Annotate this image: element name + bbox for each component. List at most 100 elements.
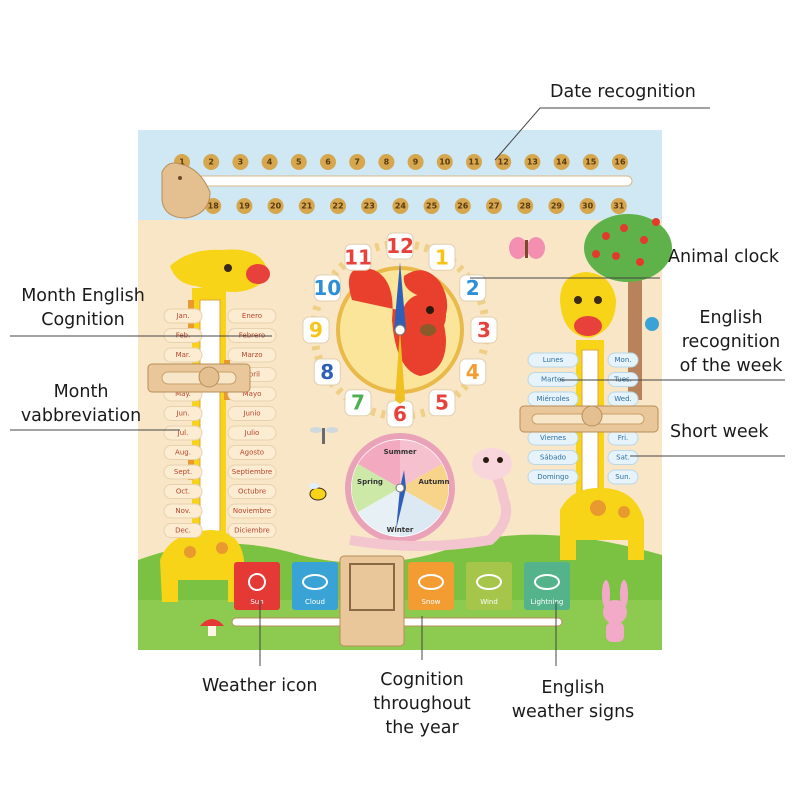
clock-number-tile (459, 358, 487, 386)
cloud-icon (302, 574, 328, 590)
clock-number: 6 (393, 402, 407, 426)
date-number: 11 (468, 158, 480, 167)
month-short-label: Oct. (176, 488, 190, 496)
month-spanish-pill (227, 425, 277, 441)
clock-number: 11 (344, 245, 372, 269)
callout-animal-clock: Animal clock (668, 247, 780, 267)
month-short-label: Nov. (175, 507, 190, 515)
week-slider[interactable] (519, 405, 659, 433)
snow-icon (418, 574, 444, 590)
date-number: 10 (439, 158, 451, 167)
weather-tile: Cloud (292, 562, 338, 610)
callout-cognition-year-line3: the year (385, 718, 459, 738)
date-peg (495, 154, 512, 170)
weather-label: Cloud (305, 598, 325, 606)
clock-number: 9 (309, 318, 323, 342)
date-peg (486, 198, 502, 214)
clock-hands[interactable] (394, 262, 406, 404)
date-peg (517, 198, 534, 214)
day-short-label: Sun. (615, 473, 631, 481)
month-spanish-pill (227, 523, 277, 538)
date-peg (267, 198, 284, 214)
day-spanish-label: Sábado (540, 454, 566, 462)
day-short-label: Wed. (614, 395, 632, 403)
date-number: 6 (325, 158, 331, 167)
clock-number-tile (470, 316, 498, 344)
date-peg (553, 154, 570, 170)
date-peg (407, 154, 424, 170)
date-number: 3 (238, 158, 244, 167)
day-short-label: Sat. (616, 454, 630, 462)
weather-label: Lightning (531, 598, 564, 606)
day-short-label: Mon. (615, 356, 632, 364)
date-peg (349, 154, 366, 170)
month-short-label: Dec. (175, 527, 191, 535)
date-peg (454, 198, 471, 214)
date-peg (582, 154, 599, 170)
date-number: 20 (270, 202, 282, 211)
month-short-pill (163, 503, 203, 519)
day-spanish-label: Lunes (543, 356, 564, 364)
date-peg (205, 198, 222, 214)
date-peg (330, 198, 346, 214)
day-short-pill (607, 450, 639, 465)
date-number: 13 (527, 158, 538, 167)
clock-number: 3 (477, 318, 491, 342)
date-number: 2 (208, 158, 214, 167)
month-spanish-label: Abril (244, 371, 260, 379)
date-peg (610, 198, 627, 214)
date-number: 22 (332, 202, 343, 211)
callout-english-week-line2: recognition (681, 332, 781, 352)
sun-icon (248, 573, 266, 591)
clock-number-tile (344, 243, 372, 271)
month-spanish-pill (227, 445, 277, 460)
date-peg (423, 198, 440, 214)
date-number: 4 (267, 158, 273, 167)
bird-date-slider[interactable] (161, 162, 211, 219)
weather-slider[interactable] (339, 555, 405, 647)
callout-month-abbreviation-line1: Month (53, 382, 109, 402)
season-label: Winter (387, 526, 414, 534)
date-number: 16 (614, 158, 626, 167)
month-spanish-pill (227, 406, 277, 421)
day-spanish-pill (527, 352, 579, 368)
month-spanish-label: Enero (242, 312, 262, 320)
callout-english-week: English recognition of the week (668, 306, 794, 378)
clock-number-tile (428, 243, 456, 271)
callout-cognition-year-line1: Cognition (380, 670, 464, 690)
clock-number-tile (428, 389, 456, 417)
date-number: 30 (582, 202, 594, 211)
season-wheel[interactable] (345, 433, 455, 543)
date-slot-track[interactable] (167, 175, 633, 187)
day-spanish-label: Martes (541, 376, 565, 384)
date-peg (290, 154, 307, 170)
clock-number-tile (302, 316, 330, 344)
day-short-label: Fri. (618, 434, 629, 442)
date-peg (524, 154, 541, 170)
date-number: 19 (239, 202, 251, 211)
date-number: 7 (354, 158, 360, 167)
month-slider[interactable] (147, 363, 251, 393)
month-spanish-label: Septiembre (232, 468, 272, 476)
date-peg (298, 198, 315, 214)
bird-icon (645, 317, 659, 331)
date-peg (579, 198, 596, 214)
month-spanish-pill (227, 503, 277, 519)
callout-english-week-line3: of the week (679, 356, 783, 376)
mushroom-icon (200, 619, 224, 636)
clock-number: 12 (386, 234, 414, 258)
date-number: 15 (585, 158, 597, 167)
callout-lines (10, 107, 785, 666)
clock-number-tile (313, 274, 341, 302)
date-number: 14 (556, 158, 568, 167)
date-peg (320, 154, 336, 170)
callout-english-weather-line1: English (541, 678, 605, 698)
season-label: Spring (357, 478, 383, 486)
date-number: 27 (488, 202, 499, 211)
date-number: 1 (179, 158, 185, 167)
day-spanish-pill (527, 469, 579, 485)
callout-english-weather-line2: weather signs (511, 702, 635, 722)
day-spanish-pill (527, 450, 579, 465)
month-short-label: Sept. (174, 468, 192, 476)
